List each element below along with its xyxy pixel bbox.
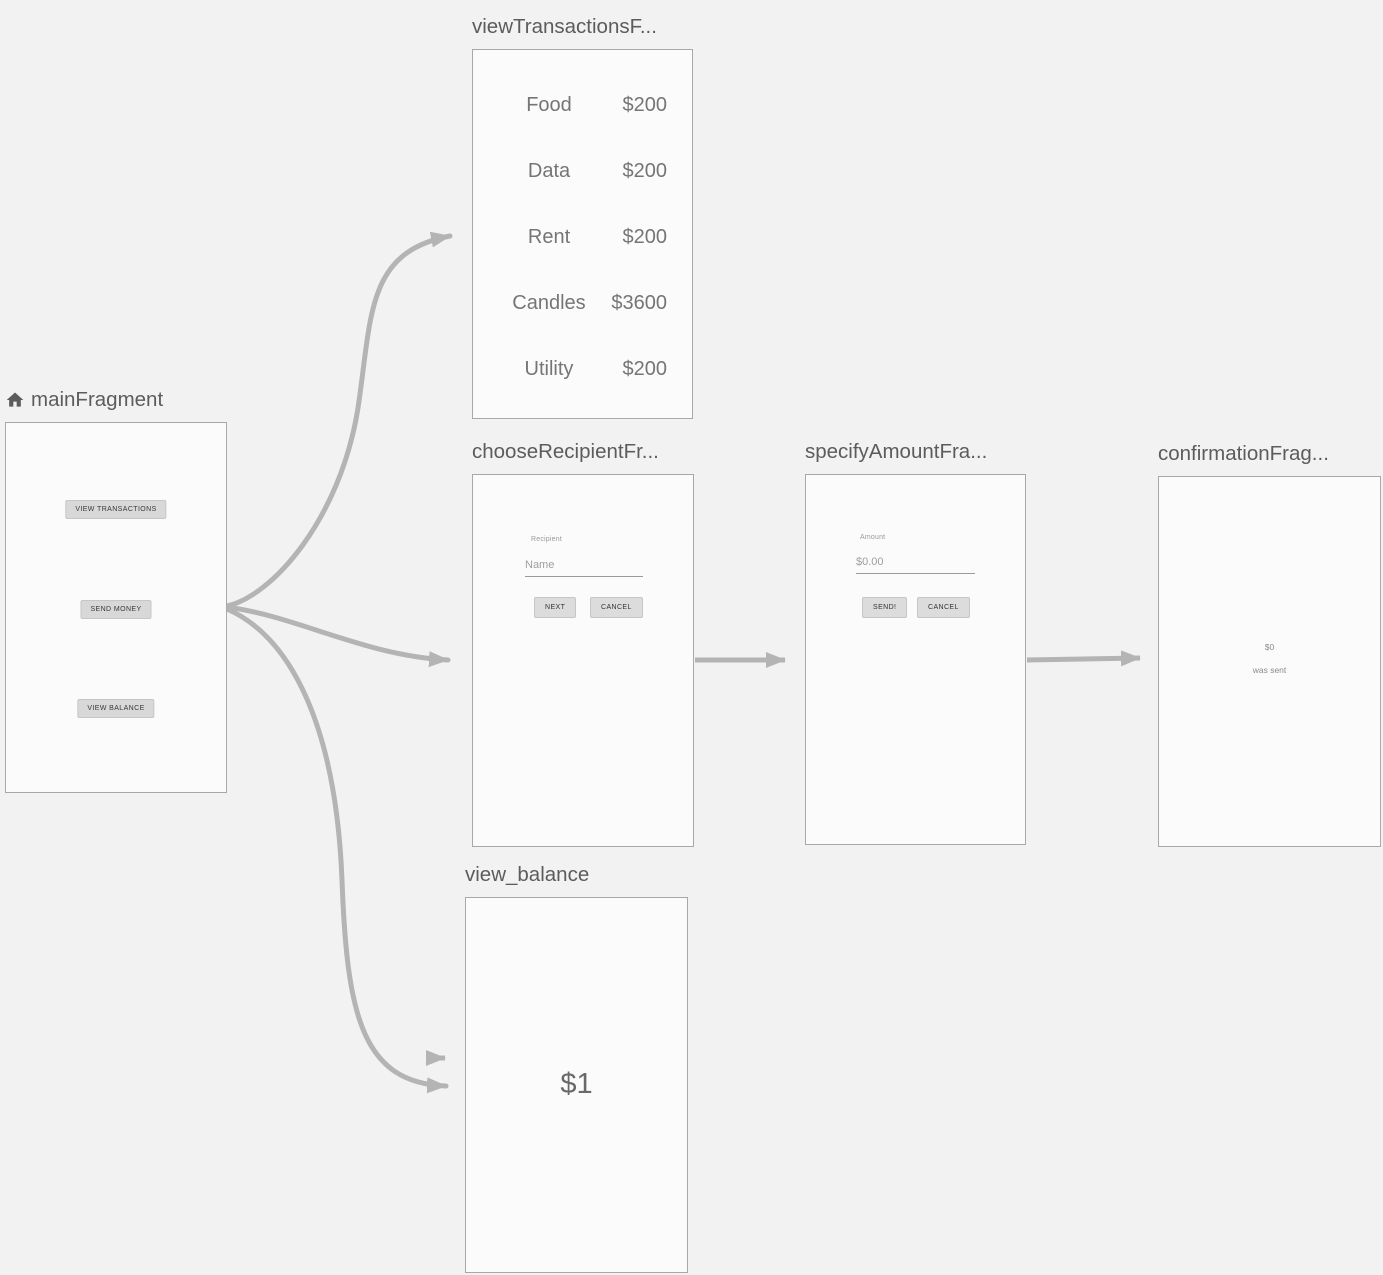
transaction-row: Food $200 [473,72,692,138]
fragment-view-balance-preview[interactable]: $1 [465,897,688,1273]
home-icon [6,392,24,407]
preview-view-balance-button: VIEW BALANCE [77,699,155,718]
fragment-view-balance-label: view_balance [465,863,590,886]
fragment-specify-amount-title[interactable]: specifyAmountFra... [805,438,1026,466]
fragment-view-transactions-title[interactable]: viewTransactionsF... [472,13,693,41]
action-arrow-specify-amount-to-confirmation[interactable] [1026,650,1141,667]
fragment-confirmation[interactable]: confirmationFrag... $0 was sent [1158,440,1381,847]
balance-value: $1 [560,1068,593,1100]
fragment-view-transactions-label: viewTransactionsF... [472,15,657,38]
preview-send-button: SEND! [862,597,908,618]
transaction-row: Data $200 [473,138,692,204]
confirmation-amount: $0 [1264,642,1275,652]
transaction-name: Candles [512,291,586,314]
fragment-view-transactions-preview[interactable]: Food $200 Data $200 Rent $200 Candles $3… [472,49,693,419]
transaction-amount: $200 [622,225,668,248]
fragment-main-preview[interactable]: VIEW TRANSACTIONS SEND MONEY VIEW BALANC… [5,422,227,793]
transaction-row: Candles $3600 [473,270,692,336]
action-arrow-main-to-choose-recipient[interactable] [224,604,451,668]
transaction-name: Rent [527,225,571,248]
recipient-name-input: Name [525,559,643,577]
fragment-choose-recipient-title[interactable]: chooseRecipientFr... [472,438,694,466]
action-arrow-main-to-view-transactions[interactable] [224,231,453,609]
preview-send-money-button: SEND MONEY [80,600,152,619]
fragment-choose-recipient-preview[interactable]: Recipient Name NEXT CANCEL [472,474,694,847]
fragment-specify-amount-label: specifyAmountFra... [805,440,988,463]
transaction-name: Food [526,93,572,116]
fragment-confirmation-preview[interactable]: $0 was sent [1158,476,1381,847]
transaction-amount: $200 [622,357,668,380]
action-arrow-main-to-view-balance[interactable] [224,606,449,1094]
fragment-main[interactable]: mainFragment VIEW TRANSACTIONS SEND MONE… [5,386,227,793]
fragment-confirmation-label: confirmationFrag... [1158,442,1329,465]
preview-view-transactions-button: VIEW TRANSACTIONS [65,500,167,519]
fragment-confirmation-title[interactable]: confirmationFrag... [1158,440,1381,468]
fragment-specify-amount-preview[interactable]: Amount $0.00 SEND! CANCEL [805,474,1026,845]
fragment-view-balance-title[interactable]: view_balance [465,861,688,889]
fragment-main-title[interactable]: mainFragment [5,386,227,414]
preview-cancel-button: CANCEL [917,597,970,618]
transaction-row: Rent $200 [473,204,692,270]
fragment-view-balance[interactable]: view_balance $1 [465,861,688,1273]
confirmation-message: was sent [1252,665,1287,675]
amount-input: $0.00 [856,556,975,574]
fragment-specify-amount[interactable]: specifyAmountFra... Amount $0.00 SEND! C… [805,438,1026,845]
fragment-main-label: mainFragment [31,388,164,411]
amount-field-label: Amount [860,534,886,541]
recipient-field-label: Recipient [531,536,562,543]
fragment-choose-recipient-label: chooseRecipientFr... [472,440,659,463]
preview-cancel-button: CANCEL [590,597,643,618]
fragment-view-transactions[interactable]: viewTransactionsF... Food $200 Data $200… [472,13,693,419]
transaction-name: Data [527,159,571,182]
transaction-amount: $200 [622,93,668,116]
transaction-row: Utility $200 [473,336,692,402]
fragment-choose-recipient[interactable]: chooseRecipientFr... Recipient Name NEXT… [472,438,694,847]
preview-next-button: NEXT [534,597,577,618]
transaction-amount: $200 [622,159,668,182]
transaction-name: Utility [524,357,574,380]
transaction-amount: $3600 [611,291,667,314]
